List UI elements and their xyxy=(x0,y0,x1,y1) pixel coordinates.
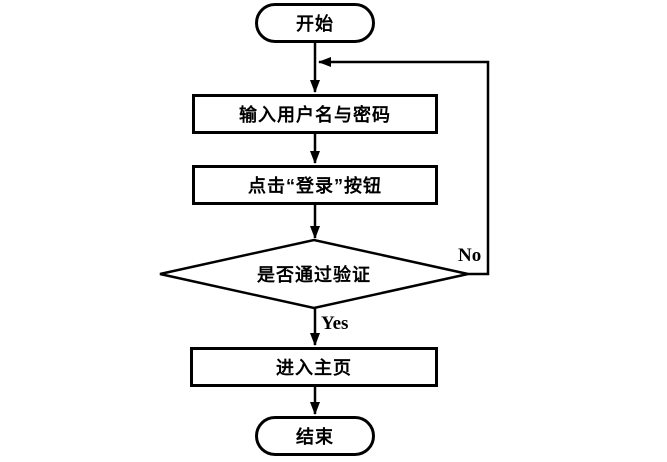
decision-diamond-shape xyxy=(159,238,469,310)
node-end-label: 结束 xyxy=(296,427,334,447)
node-enter-home: 进入主页 xyxy=(190,347,438,387)
node-decision: 是否通过验证 xyxy=(160,240,468,308)
node-end: 结束 xyxy=(255,416,375,456)
edge-label-no: No xyxy=(458,245,482,266)
node-enter-home-label: 进入主页 xyxy=(276,358,352,378)
node-click-login: 点击“登录”按钮 xyxy=(192,165,438,205)
node-input-credentials: 输入用户名与密码 xyxy=(192,94,438,134)
node-start-label: 开始 xyxy=(296,14,334,34)
edge-label-yes: Yes xyxy=(321,313,349,334)
node-start: 开始 xyxy=(255,3,375,43)
node-decision-label: 是否通过验证 xyxy=(257,265,371,285)
connector-no-feedback-loop xyxy=(318,57,490,276)
node-input-credentials-label: 输入用户名与密码 xyxy=(239,105,391,125)
node-click-login-label: 点击“登录”按钮 xyxy=(248,176,382,196)
